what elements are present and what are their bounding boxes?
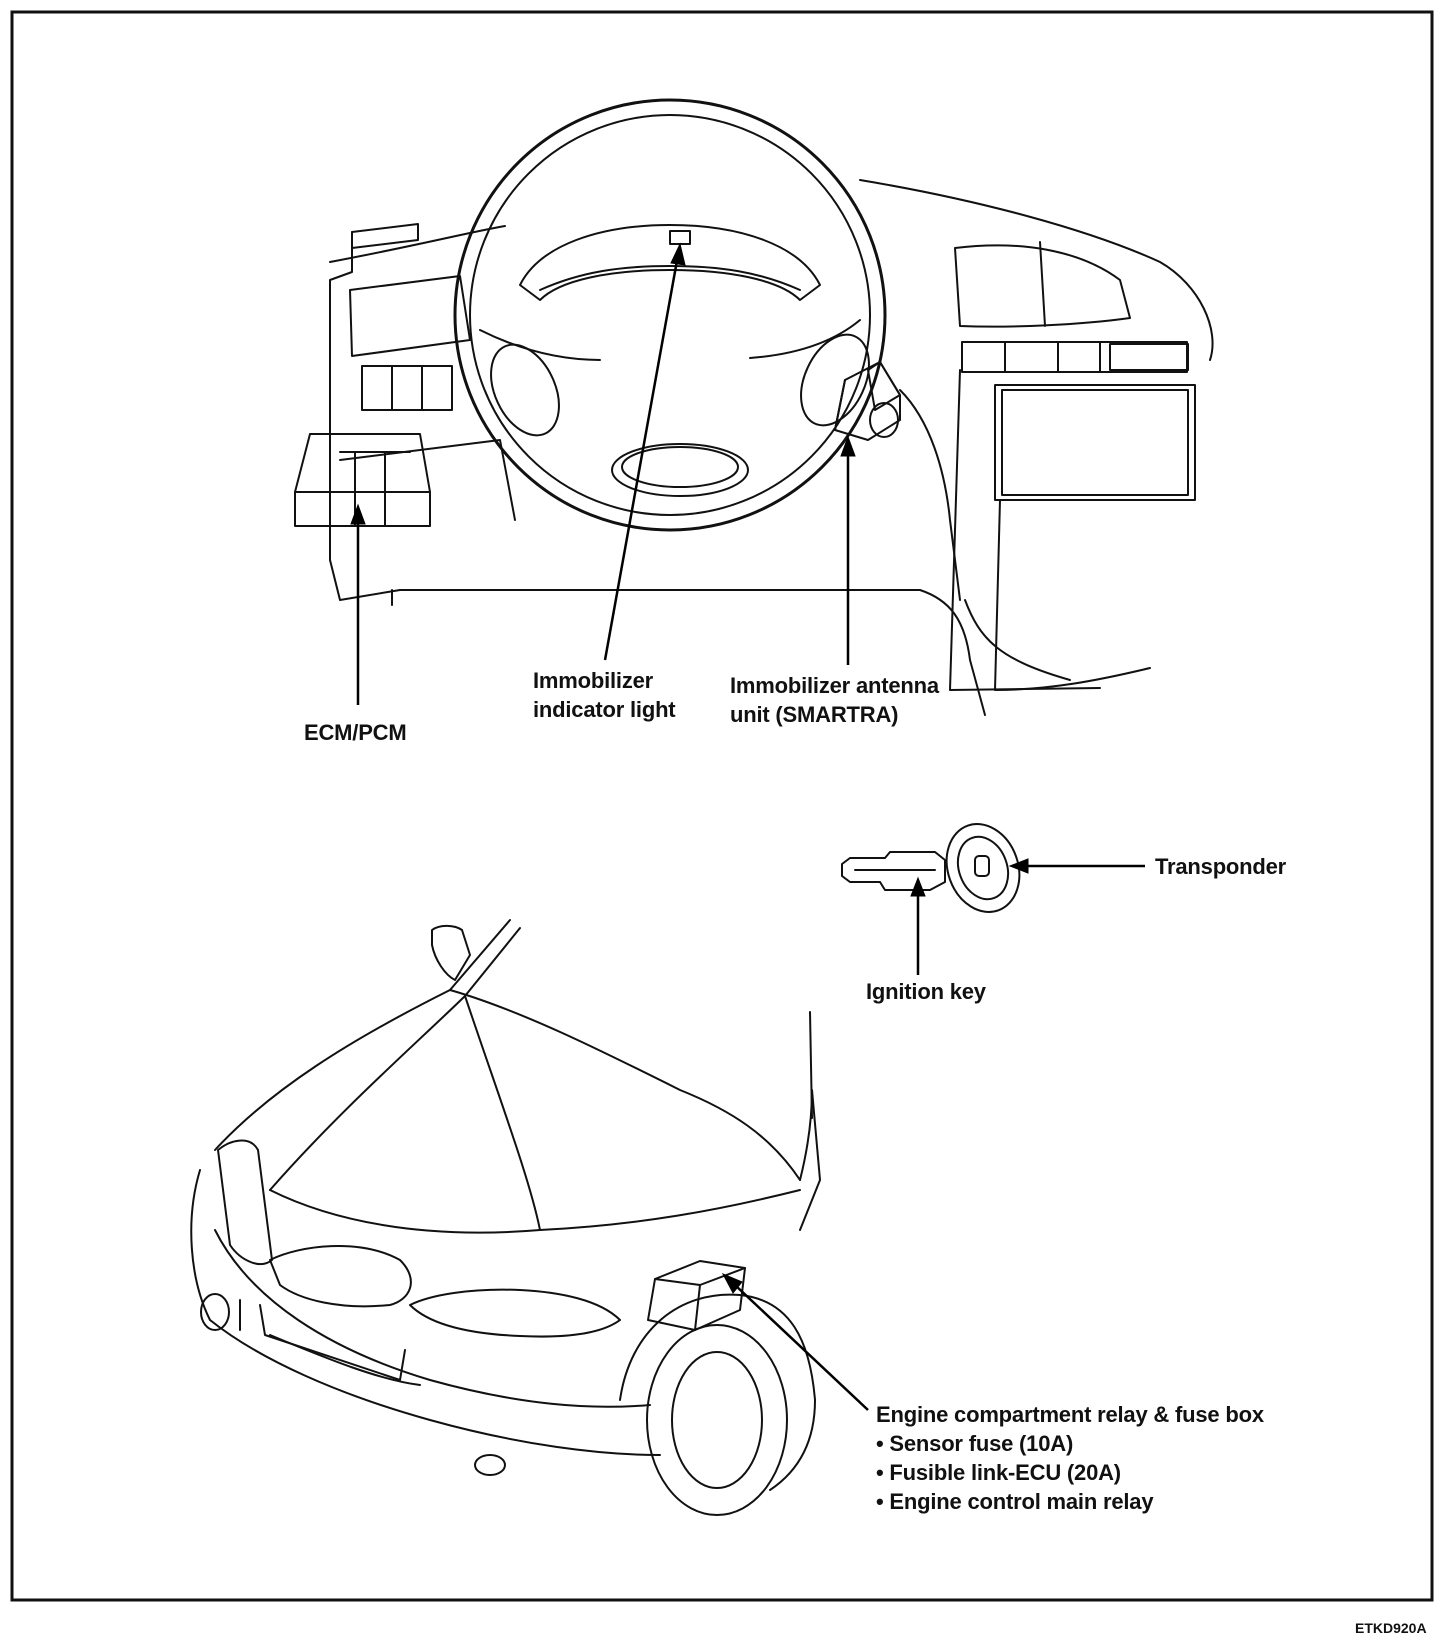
- fuse-box-item: • Sensor fuse (10A): [876, 1431, 1074, 1456]
- fuse-box-label: Engine compartment relay & fuse box • Se…: [876, 1400, 1264, 1516]
- dashboard-drawing: [294, 98, 1214, 716]
- figure-code: ETKD920A: [1355, 1620, 1427, 1636]
- antenna-unit-label-line1: Immobilizer antenna: [730, 673, 939, 698]
- callout-arrows-key: [910, 858, 1145, 975]
- car-front-drawing: [190, 919, 821, 1516]
- indicator-light-label-line1: Immobilizer: [533, 668, 654, 693]
- callout-arrows-upper: [350, 242, 856, 705]
- antenna-unit-label: Immobilizer antenna unit (SMARTRA): [730, 671, 939, 729]
- diagram-border: [10, 10, 1434, 1602]
- callout-arrows-car: [721, 1272, 869, 1411]
- transponder-label: Transponder: [1155, 854, 1287, 879]
- fuse-box-item: • Engine control main relay: [876, 1489, 1154, 1514]
- indicator-light-label-line2: indicator light: [533, 697, 676, 722]
- ecm-pcm-label: ECM/PCM: [304, 720, 407, 745]
- fuse-box-item: • Fusible link-ECU (20A): [876, 1460, 1121, 1485]
- fuse-box-pointer: [734, 1284, 869, 1411]
- ignition-key-drawing: [841, 823, 1021, 913]
- indicator-pointer: [603, 254, 680, 661]
- fuse-box-title: Engine compartment relay & fuse box: [876, 1402, 1264, 1427]
- indicator-light-label: Immobilizer indicator light: [533, 666, 676, 724]
- antenna-unit-label-line2: unit (SMARTRA): [730, 702, 899, 727]
- ignition-key-label: Ignition key: [866, 979, 986, 1004]
